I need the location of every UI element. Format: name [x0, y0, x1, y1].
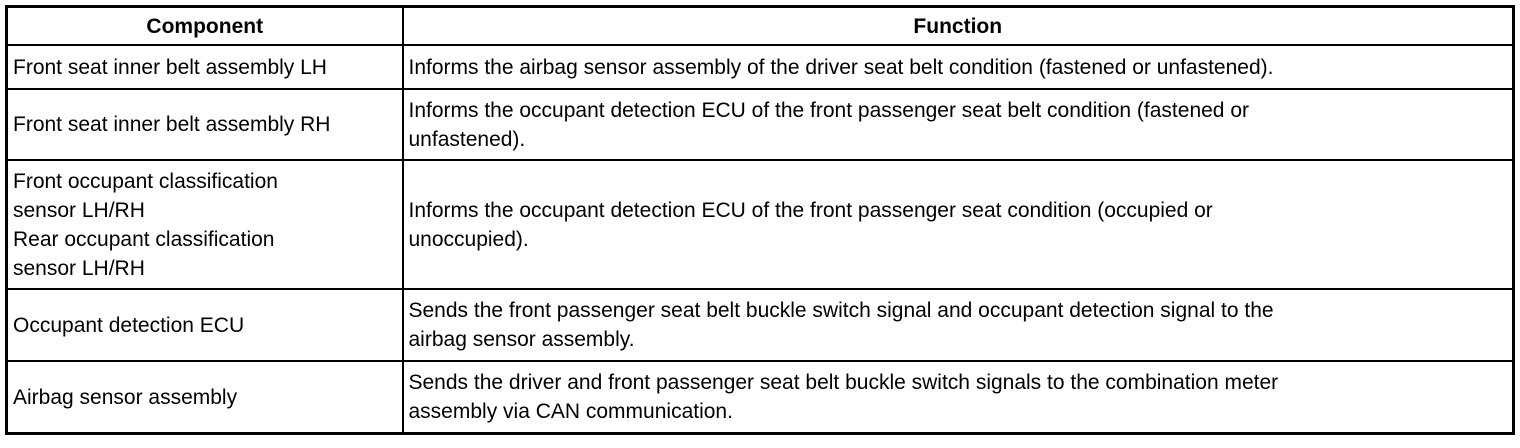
function-cell: Sends the front passenger seat belt buck…	[401, 288, 1515, 362]
table-header-row: Component Function	[5, 5, 1515, 46]
function-cell: Informs the occupant detection ECU of th…	[401, 88, 1515, 161]
component-function-table: Component Function Front seat inner belt…	[5, 5, 1515, 435]
table-row: Airbag sensor assembly Sends the driver …	[5, 360, 1515, 435]
table-row: Occupant detection ECU Sends the front p…	[5, 288, 1515, 362]
component-cell: Front seat inner belt assembly RH	[5, 88, 404, 161]
component-cell: Front seat inner belt assembly LH	[5, 44, 404, 90]
component-cell: Airbag sensor assembly	[5, 360, 404, 435]
function-cell: Sends the driver and front passenger sea…	[401, 360, 1515, 435]
function-cell: Informs the airbag sensor assembly of th…	[401, 44, 1515, 90]
table-row: Front seat inner belt assembly LH Inform…	[5, 44, 1515, 90]
function-cell: Informs the occupant detection ECU of th…	[401, 159, 1515, 290]
header-component: Component	[5, 5, 404, 46]
header-function: Function	[401, 5, 1515, 46]
table-row: Front seat inner belt assembly RH Inform…	[5, 88, 1515, 161]
table-row: Front occupant classification sensor LH/…	[5, 159, 1515, 290]
component-cell: Front occupant classification sensor LH/…	[5, 159, 404, 290]
component-cell: Occupant detection ECU	[5, 288, 404, 362]
